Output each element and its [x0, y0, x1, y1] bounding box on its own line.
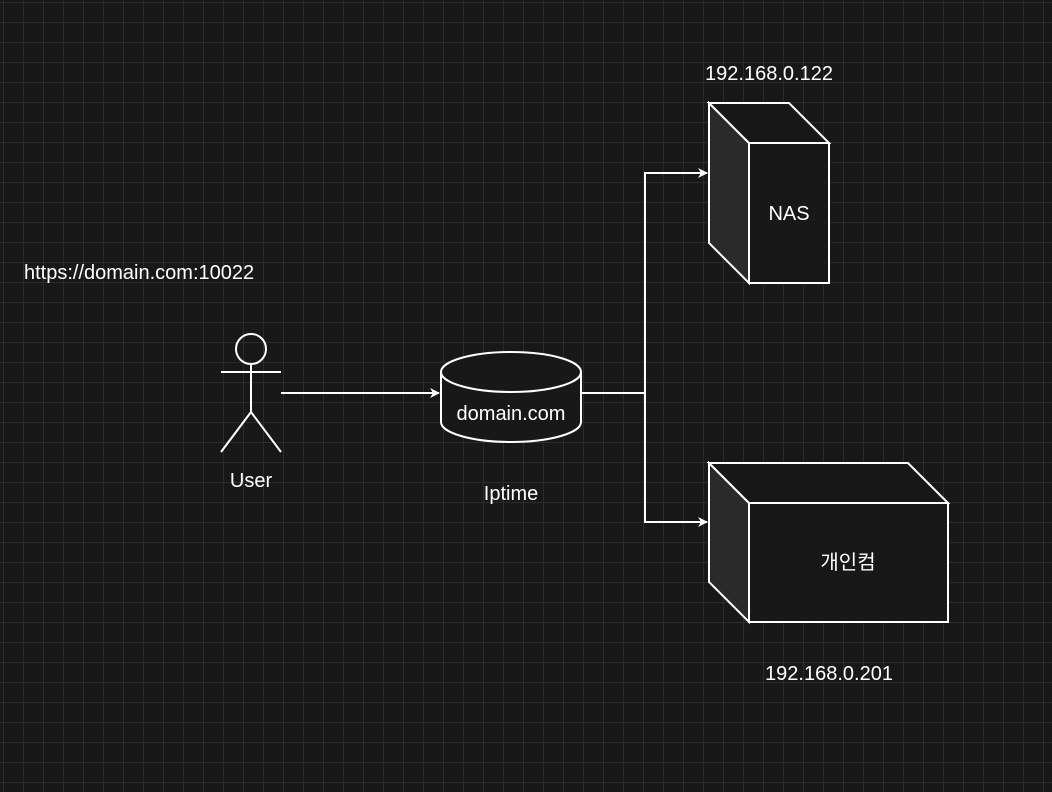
- user-url-label: https://domain.com:10022: [24, 262, 254, 284]
- user-actor-icon[interactable]: [220, 333, 282, 453]
- user-label: User: [230, 470, 273, 492]
- router-label: domain.com: [457, 403, 566, 425]
- router-caption: Iptime: [484, 483, 538, 505]
- pc-label: 개인컴: [820, 551, 875, 574]
- edge-router-to-pc[interactable]: [581, 392, 708, 527]
- router-cylinder-icon[interactable]: [440, 351, 582, 443]
- pc-ip-label: 192.168.0.201: [765, 663, 893, 685]
- nas-server-icon[interactable]: [706, 100, 832, 286]
- nas-label: NAS: [768, 203, 809, 225]
- pc-computer-icon[interactable]: [706, 460, 951, 625]
- edge-router-to-nas[interactable]: [581, 168, 708, 394]
- nas-ip-label: 192.168.0.122: [705, 63, 833, 85]
